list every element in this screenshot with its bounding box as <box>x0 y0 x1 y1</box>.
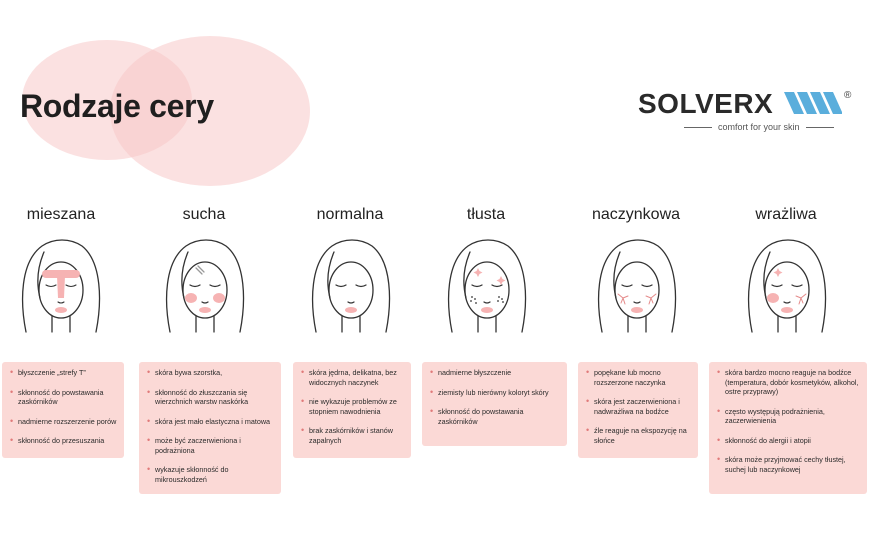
list-item: nadmierne rozszerzenie porów <box>10 417 118 427</box>
list-item: skóra jest mało elastyczna i matowa <box>147 417 275 427</box>
card-naczynkowa: popękane lub mocno rozszerzone naczynka … <box>578 362 698 458</box>
face-dry-icon <box>166 239 245 333</box>
list-item: popękane lub mocno rozszerzone naczynka <box>586 368 692 387</box>
brand-tagline: comfort for your skin <box>678 122 840 132</box>
face-sensitive-icon <box>748 239 827 333</box>
list-item: skłonność do powstawania zaskórników <box>430 407 561 426</box>
list-item: wykazuje skłonność do mikrouszkodzeń <box>147 465 275 484</box>
list-item: skłonność do powstawania zaskórników <box>10 388 118 407</box>
card-sucha: skóra bywa szorstka, skłonność do złuszc… <box>139 362 281 494</box>
list-item: nie wykazuje problemów ze stopniem nawod… <box>301 397 405 416</box>
list-item: źle reaguje na ekspozycję na słońce <box>586 426 692 445</box>
list-item: błyszczenie „strefy T” <box>10 368 118 378</box>
list-item: skłonność do złuszczania się wierzchnich… <box>147 388 275 407</box>
skin-type-title-naczynkowa: naczynkowa <box>591 206 681 223</box>
skin-type-title-wrazliwa: wrażliwa <box>755 206 817 223</box>
card-normalna: skóra jędrna, delikatna, bez widocznych … <box>293 362 411 458</box>
list-item: skóra może przyjmować cechy tłustej, suc… <box>717 455 861 474</box>
brand-wave-icon <box>784 92 842 114</box>
list-item: skóra bardzo mocno reaguje na bodźce (te… <box>717 368 861 397</box>
list-item: skłonność do przesuszania <box>10 436 118 446</box>
registered-mark: ® <box>844 90 852 101</box>
face-combination-icon <box>22 239 101 333</box>
list-item: skóra bywa szorstka, <box>147 368 275 378</box>
list-item: może być zaczerwieniona i podrażniona <box>147 436 275 455</box>
list-item: skóra jest zaczerwieniona i nadwrażliwa … <box>586 397 692 416</box>
skin-type-title-sucha: sucha <box>182 206 226 223</box>
list-item: skłonność do alergii i atopii <box>717 436 861 446</box>
brand-logo: SOLVERX ® comfort for your skin <box>638 88 858 136</box>
face-oily-icon <box>448 239 527 333</box>
list-item: nadmierne błyszczenie <box>430 368 561 378</box>
page-title: Rodzaje cery <box>20 88 214 124</box>
card-tlusta: nadmierne błyszczenie ziemisty lub nieró… <box>422 362 567 446</box>
list-item: brak zaskórników i stanów zapalnych <box>301 426 405 445</box>
card-mieszana: błyszczenie „strefy T” skłonność do pows… <box>2 362 124 458</box>
face-couperose-icon <box>598 239 677 333</box>
list-item: często występują podrażnienia, zaczerwie… <box>717 407 861 426</box>
card-wrazliwa: skóra bardzo mocno reaguje na bodźce (te… <box>709 362 867 494</box>
brand-name: SOLVERX <box>638 88 774 119</box>
list-item: skóra jędrna, delikatna, bez widocznych … <box>301 368 405 387</box>
skin-type-title-normalna: normalna <box>316 206 384 223</box>
list-item: ziemisty lub nierówny koloryt skóry <box>430 388 561 398</box>
decorative-blob-right <box>110 36 310 186</box>
skin-type-title-mieszana: mieszana <box>26 206 96 223</box>
skin-type-title-tlusta: tłusta <box>466 206 506 223</box>
face-normal-icon <box>312 239 391 333</box>
